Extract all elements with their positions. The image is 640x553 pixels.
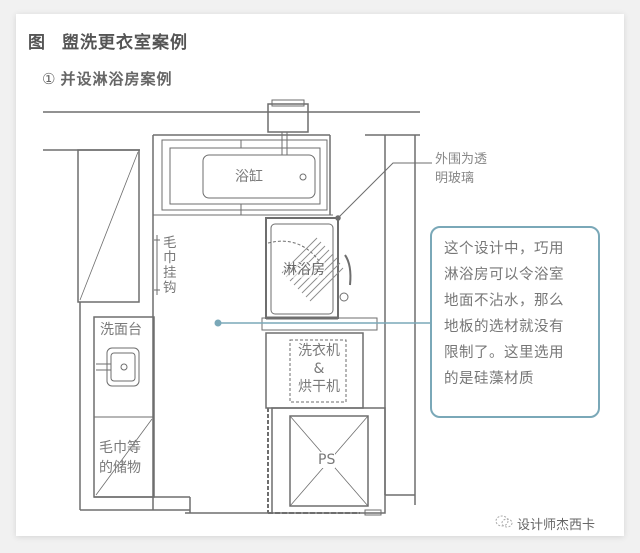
subtitle-text: 并设淋浴房案例 xyxy=(60,70,173,88)
callout-line: 这个设计中，巧用 xyxy=(444,241,564,257)
label-bathtub: 浴缸 xyxy=(235,169,263,185)
figure-prefix: 图 xyxy=(28,33,46,53)
label-washbasin: 洗面台 xyxy=(100,322,142,338)
watermark-text: 设计师杰西卡 xyxy=(517,518,596,533)
callout-line: 限制了。这里选用 xyxy=(444,345,564,361)
label-pipe-space: PS xyxy=(318,452,336,468)
glass-note: 外围为透 明玻璃 xyxy=(435,152,488,186)
label-shower-room: 淋浴房 xyxy=(283,262,325,278)
label-towel-hook: 毛巾挂钩 xyxy=(163,235,177,296)
callout-box: 这个设计中，巧用 淋浴房可以令浴室 地面不沾水，那么 地板的选材就没有 限制了。… xyxy=(430,226,600,418)
callout-line: 地面不沾水，那么 xyxy=(444,293,564,309)
subtitle-number: ① xyxy=(42,70,57,88)
watermark: 设计师杰西卡 xyxy=(495,514,595,533)
callout-line: 淋浴房可以令浴室 xyxy=(444,267,564,283)
label-towel-storage: 毛巾等 的储物 xyxy=(99,440,141,476)
figure-title-text: 盥洗更衣室案例 xyxy=(62,33,188,53)
callout-line: 的是硅藻材质 xyxy=(444,371,534,387)
figure-title: 图盥洗更衣室案例 xyxy=(28,28,188,53)
label-washer-dryer: 洗衣机 & 烘干机 xyxy=(298,343,340,395)
wechat-icon xyxy=(495,515,513,533)
callout-line: 地板的选材就没有 xyxy=(444,319,564,335)
